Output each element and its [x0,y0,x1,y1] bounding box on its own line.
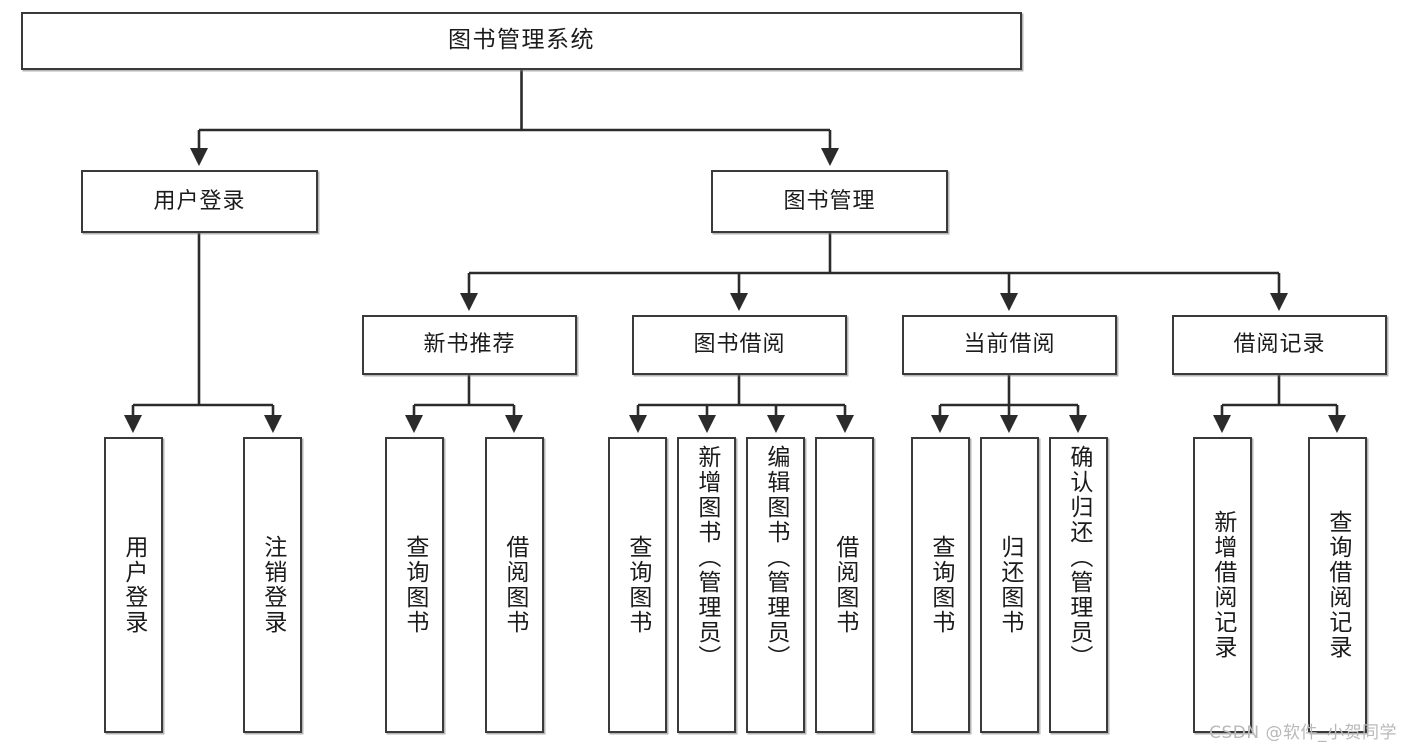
node-leaf-borrow-book-2[interactable]: 借阅图书 [815,437,874,733]
node-book-manage-label: 图书管理 [783,188,876,214]
node-leaf-add-book[interactable]: 新增图书（管理员） [677,437,736,733]
node-leaf-borrow-book-1-label: 借阅图书 [501,535,528,635]
node-leaf-borrow-book-2-label: 借阅图书 [831,535,858,635]
node-leaf-user-login-label: 用户登录 [120,535,147,635]
node-book-borrow-label: 图书借阅 [693,332,786,358]
node-leaf-query-book-1[interactable]: 查询图书 [385,437,444,733]
node-leaf-query-book-3[interactable]: 查询图书 [911,437,970,733]
node-leaf-borrow-book-1[interactable]: 借阅图书 [485,437,544,733]
node-leaf-query-record-label: 查询借阅记录 [1324,510,1351,660]
node-leaf-query-book-2-label: 查询图书 [624,535,651,635]
node-leaf-add-record-label: 新增借阅记录 [1209,510,1236,660]
node-new-book-recommend-label: 新书推荐 [423,332,516,358]
node-leaf-return-book-label: 归还图书 [996,535,1023,635]
node-leaf-confirm-return[interactable]: 确认归还（管理员） [1049,437,1108,733]
node-new-book-recommend[interactable]: 新书推荐 [362,315,577,375]
node-leaf-query-record[interactable]: 查询借阅记录 [1308,437,1367,733]
node-leaf-return-book[interactable]: 归还图书 [980,437,1039,733]
node-root-label: 图书管理系统 [448,27,595,54]
node-user-login[interactable]: 用户登录 [81,170,318,233]
node-user-login-label: 用户登录 [153,188,246,214]
node-current-borrow-label: 当前借阅 [963,332,1056,358]
node-leaf-query-book-2[interactable]: 查询图书 [608,437,667,733]
node-leaf-confirm-return-label: 确认归还（管理员） [1065,445,1092,670]
node-book-manage[interactable]: 图书管理 [711,170,948,233]
node-leaf-edit-book-label: 编辑图书（管理员） [762,445,789,670]
node-leaf-user-login[interactable]: 用户登录 [104,437,163,733]
node-leaf-add-book-label: 新增图书（管理员） [693,445,720,670]
node-leaf-add-record[interactable]: 新增借阅记录 [1193,437,1252,733]
node-root[interactable]: 图书管理系统 [21,12,1022,70]
node-leaf-logout[interactable]: 注销登录 [243,437,302,733]
node-book-borrow[interactable]: 图书借阅 [632,315,847,375]
node-current-borrow[interactable]: 当前借阅 [902,315,1117,375]
csdn-watermark: CSDN @软件_小贺同学 [1209,723,1397,743]
node-borrow-record[interactable]: 借阅记录 [1172,315,1387,375]
node-borrow-record-label: 借阅记录 [1233,332,1326,358]
node-leaf-query-book-3-label: 查询图书 [927,535,954,635]
node-leaf-edit-book[interactable]: 编辑图书（管理员） [746,437,805,733]
node-leaf-query-book-1-label: 查询图书 [401,535,428,635]
node-leaf-logout-label: 注销登录 [259,535,286,635]
